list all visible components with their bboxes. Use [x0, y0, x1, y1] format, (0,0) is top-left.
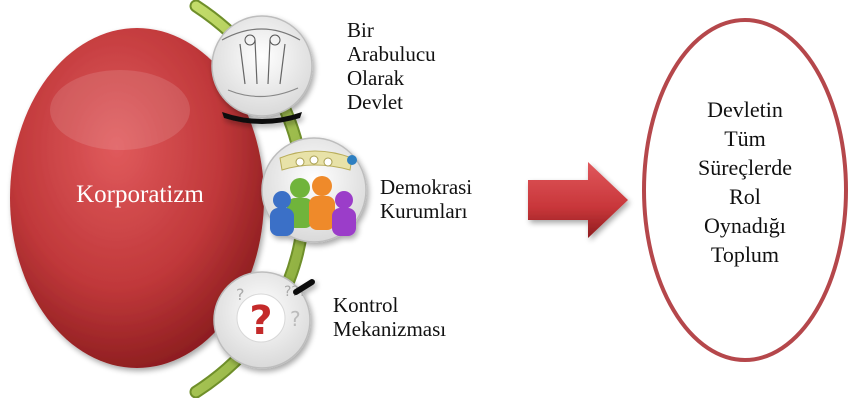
- question-mark-icon: ? ??? ? ?: [213, 271, 315, 369]
- item-label-line: Bir: [347, 18, 374, 42]
- item-label-line: Mekanizması: [333, 317, 447, 341]
- result-label: Devletin Tüm Süreçlerde Rol Oynadığı Top…: [655, 95, 835, 269]
- svg-text:?: ?: [249, 298, 272, 344]
- people-group-icon: [261, 137, 367, 243]
- svg-text:?: ?: [236, 285, 245, 304]
- item-label-state: Bir Arabulucu Olarak Devlet: [347, 18, 436, 114]
- item-label-line: Demokrasi: [380, 175, 473, 199]
- right-arrow-icon: [528, 162, 628, 238]
- result-label-line: Toplum: [710, 242, 780, 267]
- item-label-line: Olarak: [347, 66, 405, 90]
- item-label-line: Devlet: [347, 90, 403, 114]
- result-label-line: Rol: [729, 184, 761, 209]
- item-label-democracy: Demokrasi Kurumları: [380, 175, 472, 223]
- item-label-control: Kontrol Mekanizması: [333, 293, 446, 341]
- state-mediator-icon: [211, 15, 313, 124]
- item-label-line: Kontrol: [333, 293, 399, 317]
- main-ellipse: [10, 28, 264, 368]
- main-concept-label: Korporatizm: [76, 181, 204, 208]
- item-label-line: Arabulucu: [347, 42, 436, 66]
- result-label-line: Devletin: [707, 97, 783, 122]
- result-label-line: Süreçlerde: [697, 155, 793, 180]
- item-label-line: Kurumları: [380, 199, 468, 223]
- result-label-line: Oynadığı: [704, 213, 786, 238]
- svg-text:?: ?: [290, 307, 301, 331]
- result-label-line: Tüm: [724, 126, 766, 151]
- result-ellipse: [642, 18, 848, 362]
